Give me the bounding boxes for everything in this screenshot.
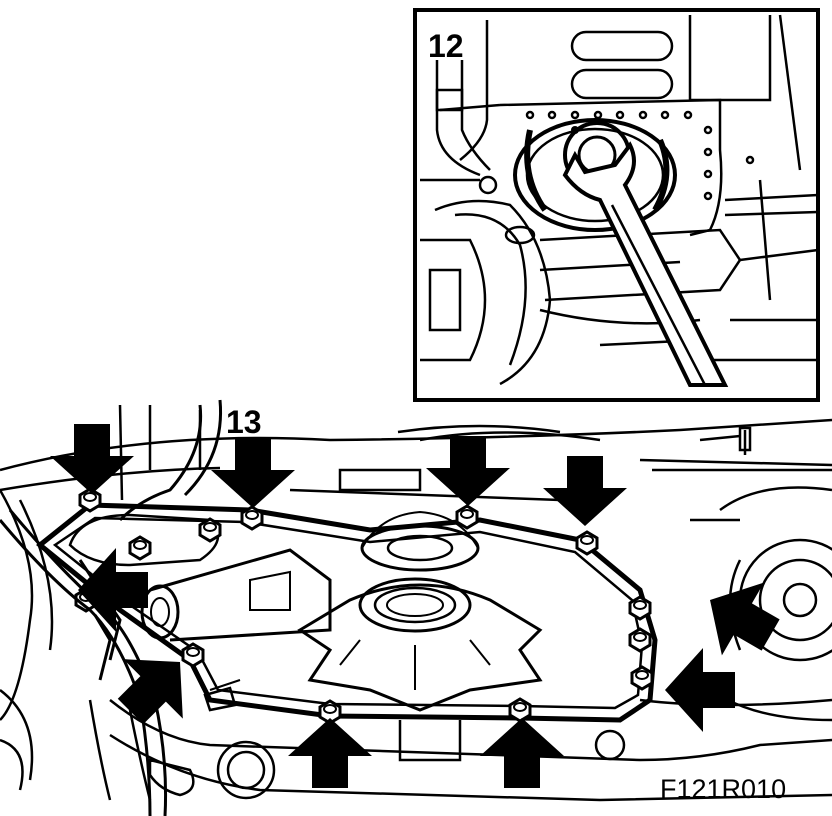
arrow-icon [543, 456, 627, 526]
holding-tool [562, 126, 729, 387]
bolt [78, 487, 102, 513]
bracket-holes [525, 110, 755, 201]
arrow-icon [665, 648, 735, 732]
bolt [455, 504, 479, 530]
arrow-icon [211, 438, 295, 508]
bolt [630, 665, 654, 691]
bolt [181, 642, 205, 668]
bolt [198, 517, 222, 543]
bolt [508, 697, 532, 723]
callout-label-12: 12 [428, 28, 464, 64]
arrow-icon [288, 718, 372, 788]
bolt [628, 627, 652, 653]
arrow-icon [480, 718, 564, 788]
figure-code: F121R010 [660, 774, 787, 804]
wiring-harness [0, 399, 223, 816]
bolt [628, 595, 652, 621]
detail-inset [413, 8, 820, 402]
bolt [240, 505, 264, 531]
bolt [575, 530, 599, 556]
bolt [128, 535, 152, 561]
timing-cover [36, 502, 658, 723]
callout-label-13: 13 [226, 404, 262, 440]
